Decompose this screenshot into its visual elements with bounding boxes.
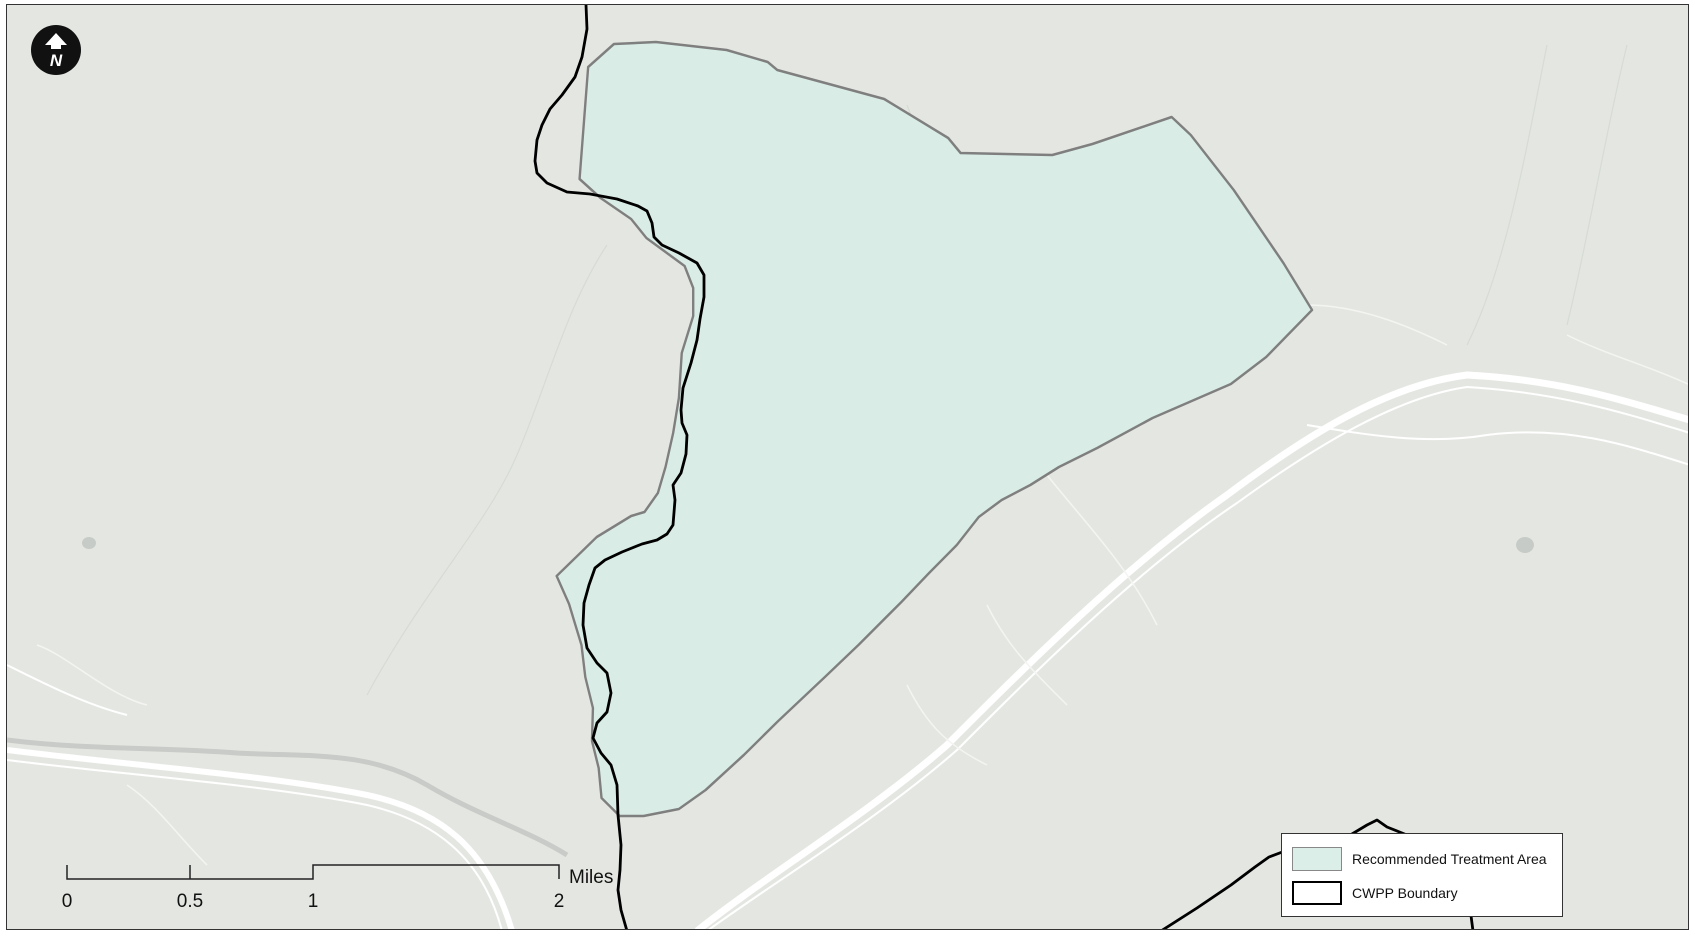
scale-bar: 0 0.5 1 2 Miles (47, 861, 647, 912)
scale-tick-label: 0 (61, 891, 73, 912)
legend-item-cwpp-boundary: CWPP Boundary (1292, 880, 1458, 906)
cwpp-boundary-west[interactable] (533, 5, 706, 930)
scale-tick-label: 2 (553, 891, 565, 912)
north-letter: N (50, 51, 63, 70)
scale-bar-graphic (66, 864, 560, 880)
treatment-area-polygon[interactable] (555, 40, 1314, 818)
scale-tick-label: 1 (307, 891, 319, 912)
lake (82, 537, 96, 549)
minor-streets (36, 304, 1688, 866)
north-arrow-head (45, 33, 67, 49)
north-arrow-icon: N (31, 25, 81, 75)
highway-east (694, 371, 1688, 929)
scale-tick-label: 0.5 (176, 891, 204, 912)
basemap (7, 5, 1688, 930)
treatment-area-swatch (1292, 847, 1342, 871)
map-frame[interactable]: N 0 0.5 1 2 Miles Recommended Treatment … (6, 4, 1689, 930)
scale-unit-label: Miles (569, 867, 614, 888)
highway-west (7, 664, 515, 929)
river (7, 737, 569, 858)
map-legend: Recommended Treatment Area CWPP Boundary (1281, 833, 1563, 917)
cwpp-boundary-swatch (1292, 881, 1342, 905)
legend-label: Recommended Treatment Area (1352, 851, 1547, 867)
lake (1516, 537, 1534, 553)
legend-item-treatment-area: Recommended Treatment Area (1292, 846, 1547, 872)
legend-label: CWPP Boundary (1352, 885, 1458, 901)
